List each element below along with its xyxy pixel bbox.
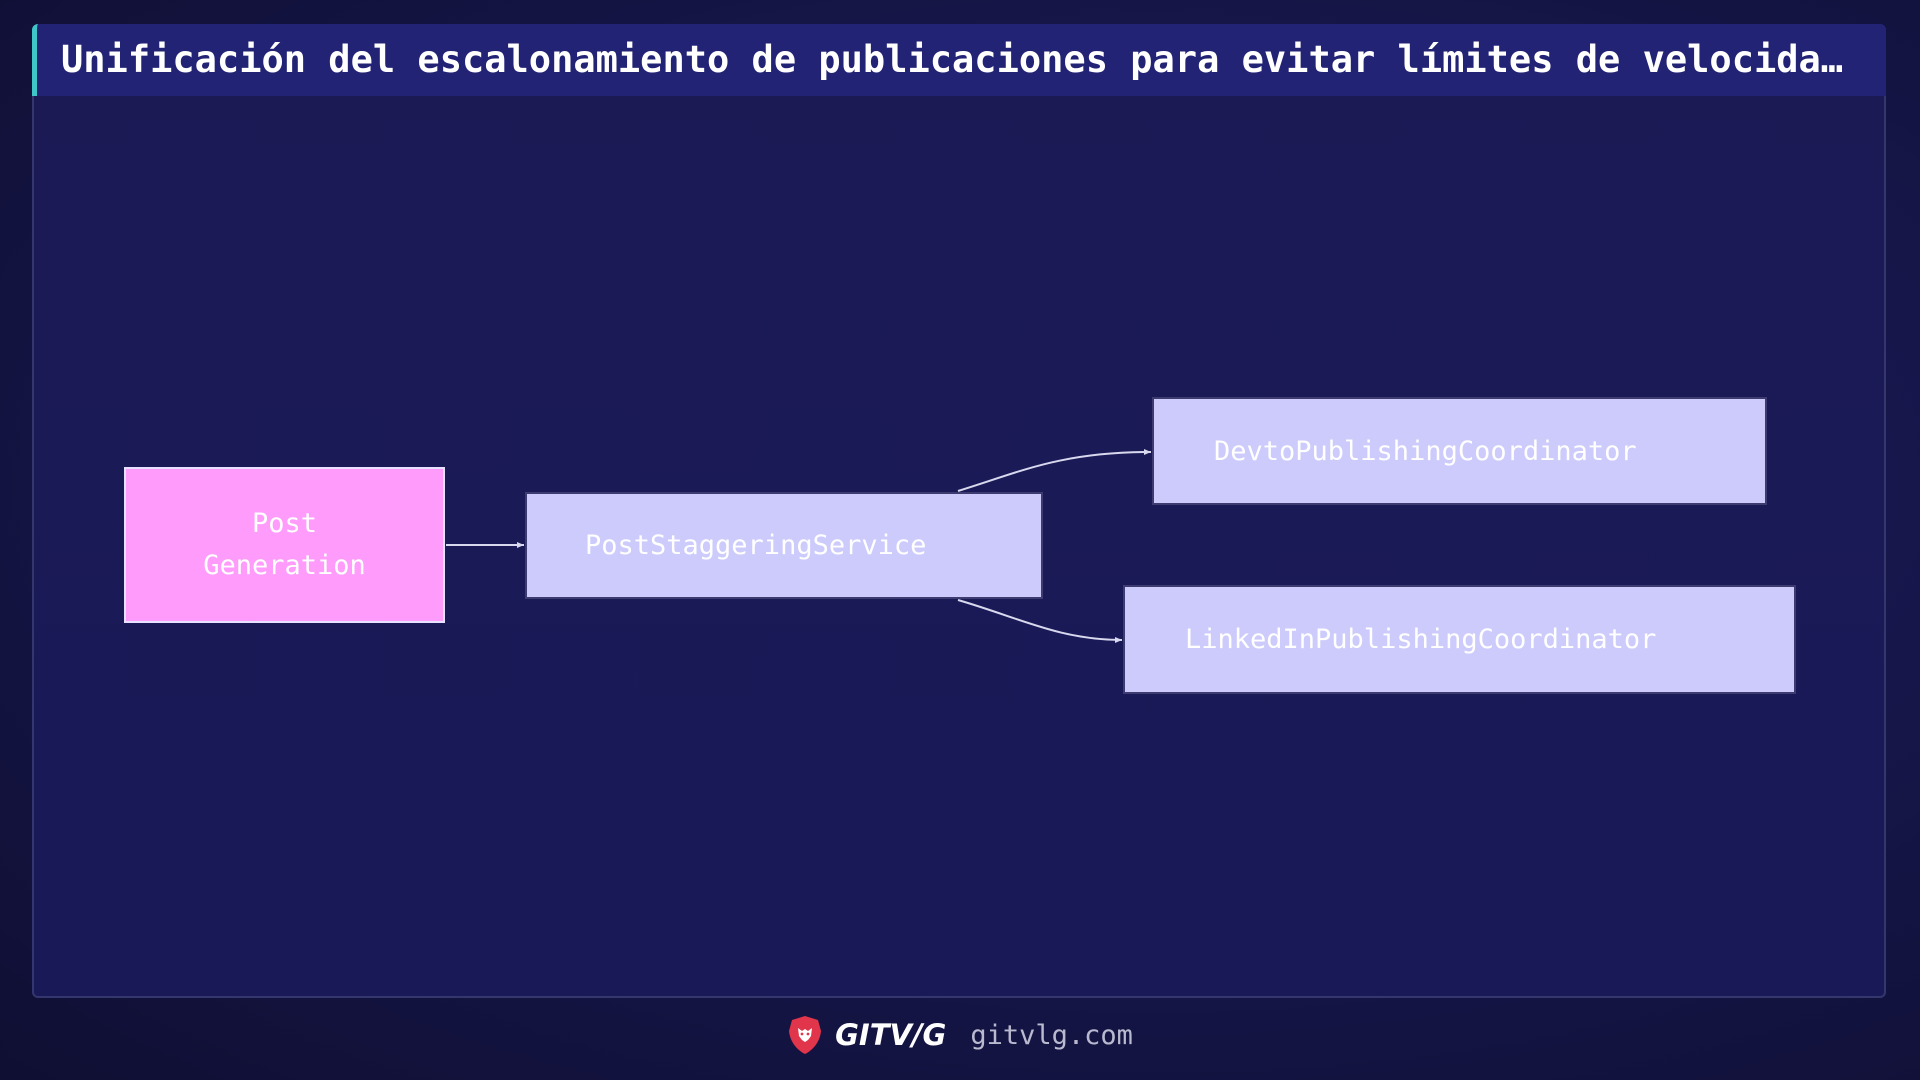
node-linkedin-publishing-coordinator-label: LinkedInPublishingCoordinator (1185, 624, 1657, 655)
node-post-generation-label: Post Generation (203, 508, 366, 581)
edge-service-to-linkedin (957, 599, 1123, 643)
brand-url[interactable]: gitvlg.com (970, 1019, 1133, 1051)
page-title: Unificación del escalonamiento de public… (61, 38, 1844, 81)
node-linkedin-publishing-coordinator: LinkedInPublishingCoordinator (1123, 585, 1796, 694)
node-devto-publishing-coordinator: DevtoPublishingCoordinator (1152, 397, 1767, 505)
node-post-staggering-service: PostStaggeringService (525, 492, 1043, 599)
title-bar: Unificación del escalonamiento de public… (32, 24, 1886, 96)
lion-shield-icon (787, 1015, 823, 1055)
node-post-generation: Post Generation (124, 467, 445, 623)
footer: GITV/G gitvlg.com (0, 1010, 1920, 1060)
edge-service-to-devto (957, 449, 1152, 492)
node-post-staggering-service-label: PostStaggeringService (585, 530, 927, 561)
brand-name: GITV/G (835, 1018, 947, 1052)
node-devto-publishing-coordinator-label: DevtoPublishingCoordinator (1214, 435, 1637, 467)
